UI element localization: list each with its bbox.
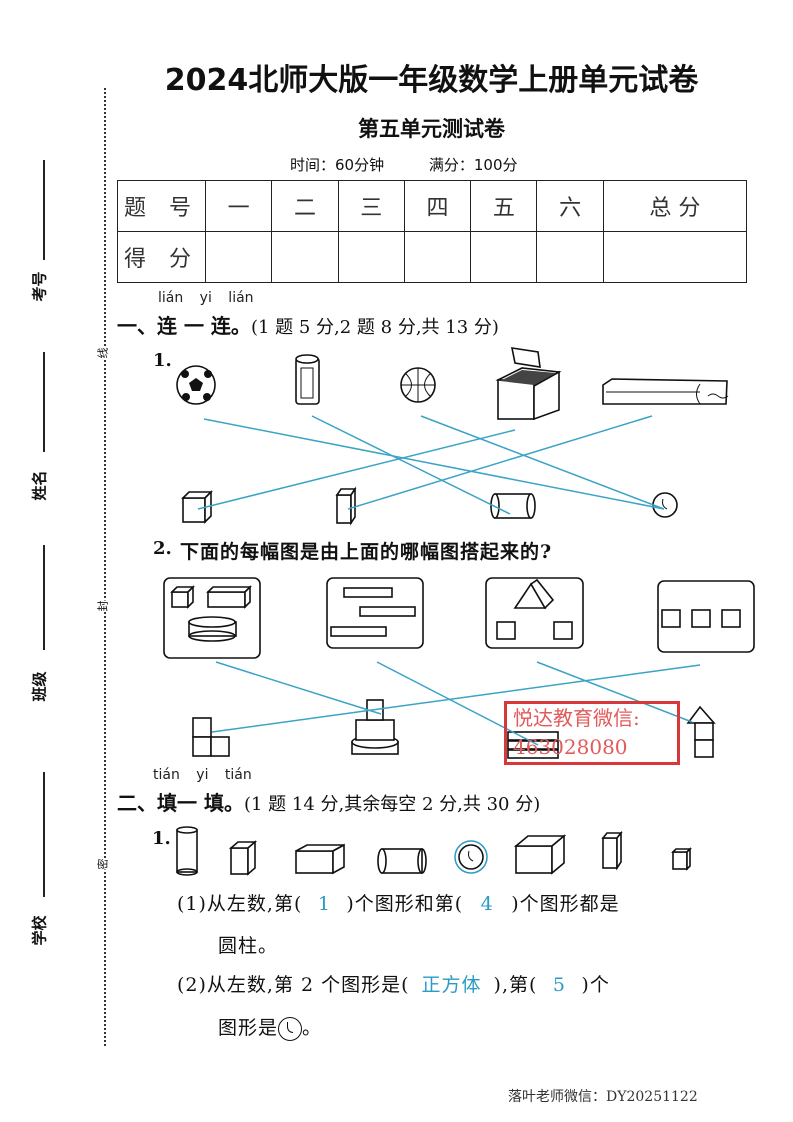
- name-line: [43, 352, 45, 452]
- table-header-cell: 三: [337, 180, 405, 232]
- score-cell[interactable]: [337, 231, 405, 283]
- page-title: 2024北师大版一年级数学上册单元试卷: [164, 63, 699, 98]
- score-cell[interactable]: [271, 231, 339, 283]
- score-cell[interactable]: [536, 231, 604, 283]
- section1-note: (1 题 5 分,2 题 8 分,共 13 分): [250, 317, 499, 338]
- exam-number-line: [43, 160, 45, 260]
- clock-circle-icon: [652, 492, 678, 518]
- section2-title: 二、填一 填。: [117, 791, 244, 815]
- score-row-label: 得 分: [117, 231, 206, 283]
- pencil-case-icon: [602, 378, 729, 405]
- score-table: 题 号 一 二 三 四 五 六 总 分 得 分: [117, 180, 748, 283]
- connector-lines-q1: [197, 415, 665, 515]
- watermark-line1: 悦达教育微信:: [513, 706, 640, 730]
- exam-info: 时间：60分钟 满分：100分: [290, 154, 558, 175]
- footer-contact: 落叶老师微信：DY20251122: [508, 1089, 698, 1105]
- section1-q2-text: 下面的每幅图是由上面的哪幅图搭起来的?: [180, 541, 553, 563]
- question-text: 图形是: [218, 1017, 279, 1039]
- score-cell[interactable]: [602, 231, 748, 283]
- question-text: ),第(: [493, 974, 538, 996]
- option-box-1: [163, 577, 261, 659]
- table-header-cell: 六: [536, 180, 604, 232]
- table-header-cell: 五: [470, 180, 538, 232]
- score-cell[interactable]: [470, 231, 538, 283]
- exam-time: 时间：60分钟: [290, 156, 385, 174]
- answer-blank[interactable]: 正方体: [421, 974, 482, 996]
- stacked-on-cylinder-icon: [351, 699, 399, 755]
- question-text: )个: [581, 974, 610, 996]
- section2-q1-number: 1.: [152, 828, 171, 849]
- binding-dotted-line: [104, 88, 106, 1046]
- school-line: [43, 772, 45, 897]
- section2-pinyin: tián yi tián: [153, 767, 252, 783]
- section1-q2-number: 2.: [153, 538, 172, 559]
- connector-lines-q2: [211, 661, 701, 746]
- section2-heading: 二、填一 填。(1 题 14 分,其余每空 2 分,共 30 分): [117, 787, 540, 816]
- watermark-box: 悦达教育微信: 463028080: [504, 701, 680, 765]
- clock-circle-icon: [278, 1017, 303, 1041]
- open-box-icon: [495, 347, 562, 421]
- class-line: [43, 545, 45, 650]
- option-box-2: [326, 577, 424, 649]
- option-box-3: [485, 577, 584, 649]
- question-text: )个图形和第(: [346, 893, 464, 915]
- fill-question-1: (1)从左数,第( 1 )个图形和第( 4 )个图形都是: [177, 889, 620, 916]
- cube-icon: [181, 490, 213, 524]
- tea-can-icon: [295, 354, 320, 405]
- section1-title: 一、连 一 连。: [117, 314, 251, 338]
- tall-cuboid-icon: [335, 486, 357, 526]
- section1-q1-number: 1.: [153, 350, 172, 371]
- question-text: 。: [302, 1017, 323, 1039]
- page-subtitle: 第五单元测试卷: [358, 117, 505, 141]
- table-header-cell: 四: [403, 180, 472, 232]
- question-text: (1)从左数,第(: [177, 893, 303, 915]
- watermark-line2: 463028080: [513, 735, 628, 759]
- cylinder-icon: [490, 493, 536, 519]
- section2-note: (1 题 14 分,其余每空 2 分,共 30 分): [243, 794, 541, 815]
- fill-question-2-cont: 图形是 。: [218, 1013, 322, 1041]
- score-cell[interactable]: [403, 231, 472, 283]
- exam-full-score: 满分：100分: [428, 156, 518, 174]
- l-shaped-stack-icon: [192, 717, 230, 757]
- answer-blank[interactable]: 1: [317, 893, 331, 915]
- table-row: 得 分: [117, 231, 748, 283]
- basketball-icon: [400, 367, 436, 403]
- score-cell[interactable]: [204, 231, 273, 283]
- table-row: 题 号 一 二 三 四 五 六 总 分: [117, 180, 748, 232]
- option-box-4: [657, 580, 755, 653]
- table-header-cell: 题 号: [117, 180, 206, 232]
- house-stack-icon: [686, 705, 716, 758]
- stacked-slabs-icon: [507, 731, 559, 759]
- question-text: )个图形都是: [511, 893, 620, 915]
- answer-blank[interactable]: 5: [552, 974, 566, 996]
- question-text: (2)从左数,第 2 个图形是(: [177, 974, 410, 996]
- answer-blank[interactable]: 4: [480, 893, 494, 915]
- fill-q1-shapes: [176, 826, 692, 876]
- table-header-cell: 总 分: [602, 180, 748, 232]
- section1-heading: 一、连 一 连。(1 题 5 分,2 题 8 分,共 13 分): [117, 310, 499, 339]
- soccer-ball-icon: [176, 365, 216, 405]
- fill-question-2: (2)从左数,第 2 个图形是( 正方体 ),第( 5 )个: [177, 970, 610, 997]
- section1-pinyin: lián yi lián: [158, 290, 254, 306]
- fill-question-1-cont: 圆柱。: [218, 935, 279, 957]
- table-header-cell: 二: [271, 180, 339, 232]
- table-header-cell: 一: [204, 180, 273, 232]
